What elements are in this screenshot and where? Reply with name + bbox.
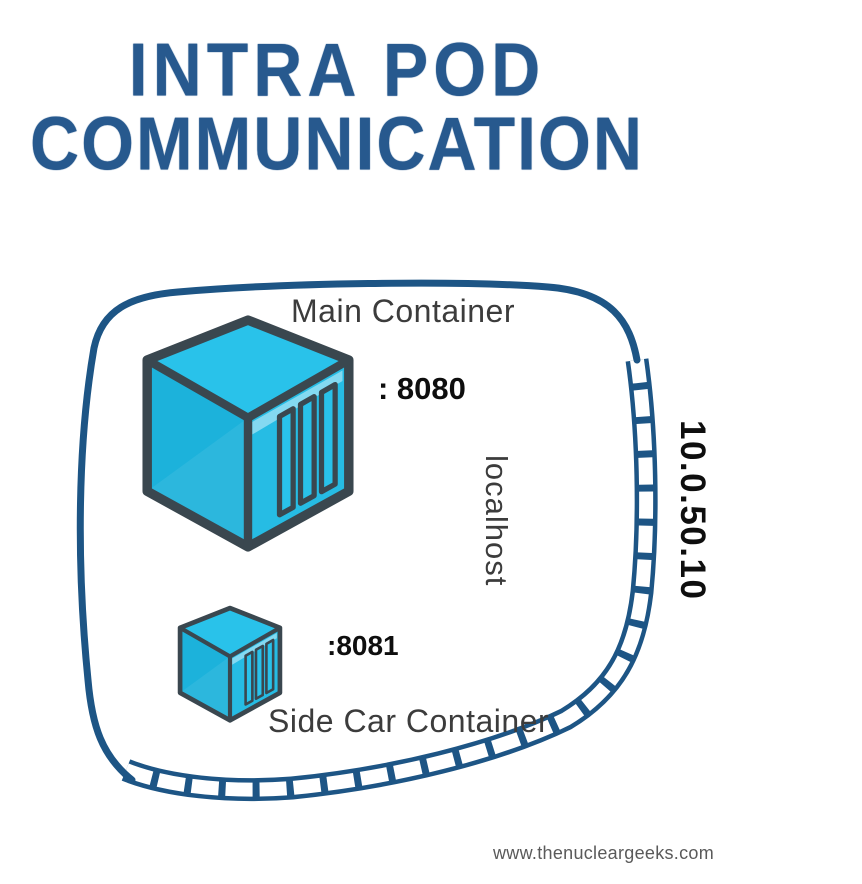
website-url: www.thenucleargeeks.com <box>493 843 715 863</box>
main-container-cube-icon <box>142 315 354 552</box>
main-container-label: Main Container <box>291 293 515 329</box>
main-container-port: : 8080 <box>378 371 466 406</box>
title-line-1: INTRA POD <box>128 28 546 113</box>
localhost-label: localhost <box>479 455 514 587</box>
page-title: INTRA POD COMMUNICATION <box>0 28 682 186</box>
sidecar-container-label: Side Car Container <box>268 703 550 739</box>
sidecar-container-cube-icon <box>177 605 283 723</box>
pod-boundary <box>76 279 641 784</box>
pod-boundary-hatched-edge <box>121 358 658 802</box>
sidecar-container-port: :8081 <box>327 630 399 661</box>
pod-ip-address-label: 10.0.50.10 <box>673 420 712 601</box>
title-line-2: COMMUNICATION <box>30 101 644 186</box>
